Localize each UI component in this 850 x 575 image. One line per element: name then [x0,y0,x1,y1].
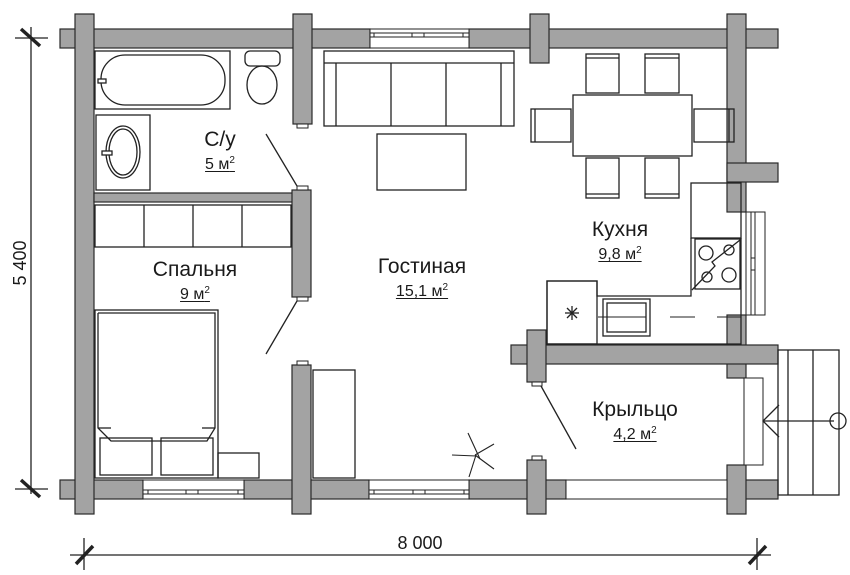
bathtub-icon [94,50,231,110]
room-porch: Крыльцо 4,2 м2 [575,398,695,444]
stove-icon [691,238,741,291]
entrance-arrow-icon [762,404,847,438]
room-area: 15,1 м2 [395,282,449,300]
dining-table-icon [572,94,693,157]
porch-door-icon [540,385,577,450]
door-jambs [296,123,543,461]
dimension-vertical [15,27,48,499]
dimension-horizontal [70,538,771,570]
room-name: Спальня [152,258,238,281]
sink-icon [95,114,151,191]
room-name: С/у [204,128,236,151]
floor-lamp-icon [451,432,495,478]
room-bedroom: Спальня 9 м2 [125,258,265,304]
sofa-icon [323,50,515,127]
toilet-icon [244,50,281,105]
room-kitchen: Кухня 9,8 м2 [565,218,675,264]
room-area: 9,8 м2 [598,245,642,263]
room-area: 4,2 м2 [613,425,657,443]
room-area: 5 м2 [205,155,235,173]
room-living: Гостиная 15,1 м2 [352,255,492,301]
windows [142,28,766,500]
nightstand-icon [99,437,260,479]
room-bathroom: С/у 5 м2 [180,128,260,174]
bedroom-door-icon [265,300,298,355]
wardrobe-icon [94,204,292,248]
walls [59,13,779,515]
dimension-height-label: 5 400 [10,240,30,286]
room-area: 9 м2 [180,285,210,303]
bed-icon [94,309,219,479]
fridge-icon [546,280,598,345]
room-name: Гостиная [377,255,467,278]
living-cabinet-icon [312,369,356,479]
room-name: Крыльцо [592,398,678,421]
bathroom-door-icon [265,133,298,187]
coffee-table-icon [376,133,467,191]
chair-icon [530,53,735,199]
room-name: Кухня [591,218,649,241]
dimension-width-label: 8 000 [397,533,443,553]
stairs-icon [777,349,840,496]
